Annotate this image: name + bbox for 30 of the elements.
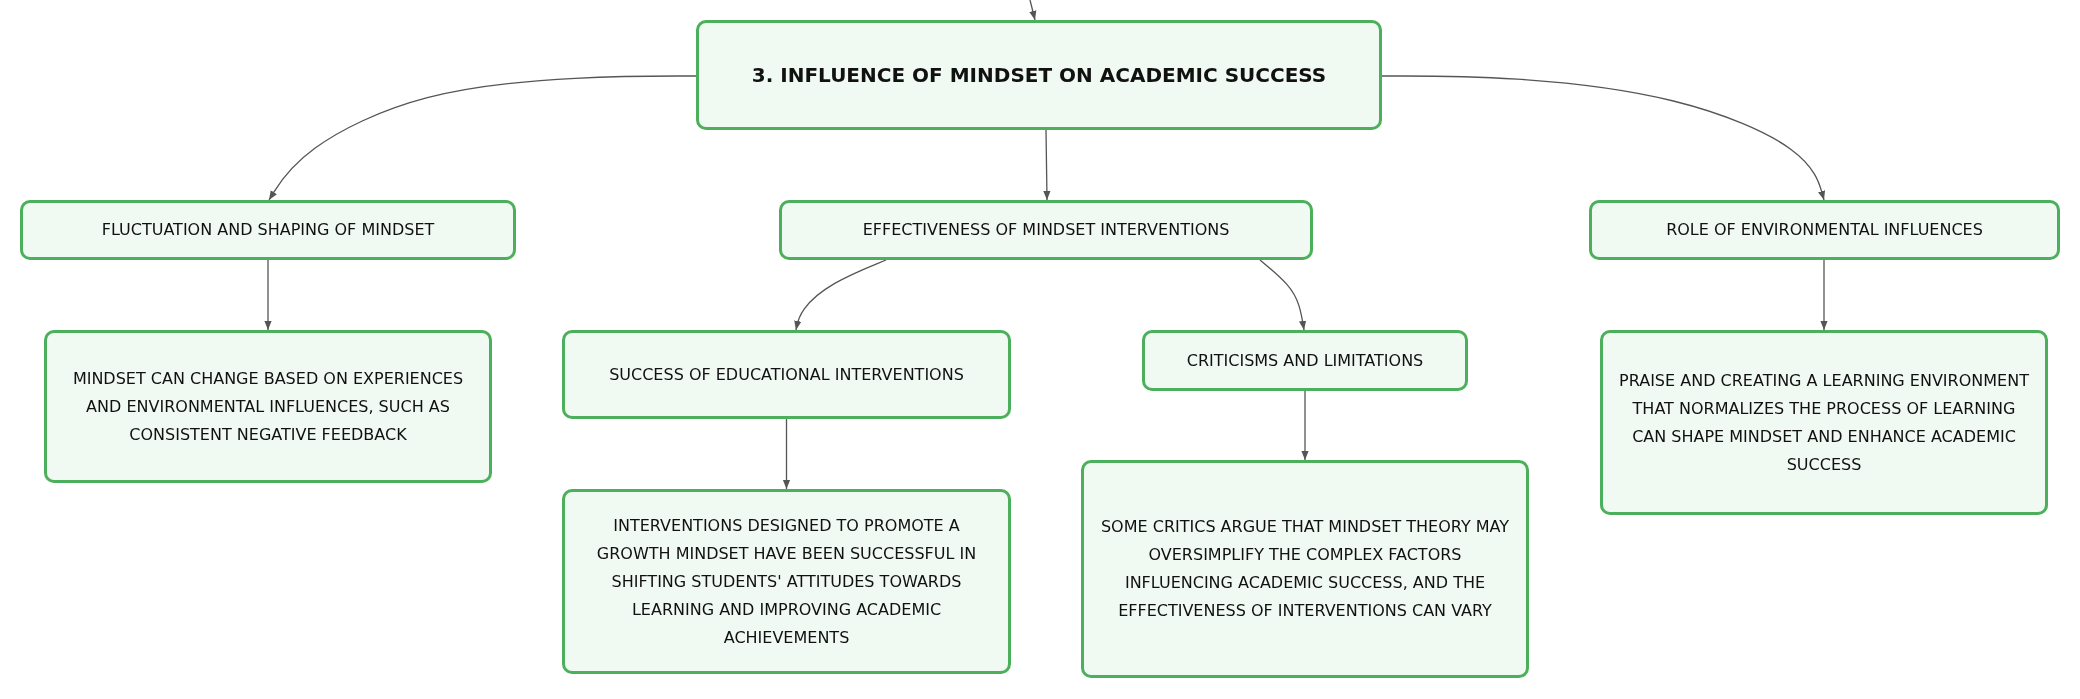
connector-arrow [1043,129,1051,201]
connector-arrow [264,259,272,331]
topic-text: CRITICISMS AND LIMITATIONS [1186,349,1424,372]
topic-box [1600,330,2048,515]
topic-text: FLUCTUATION AND SHAPING OF MINDSET [101,219,435,241]
connector-arrow [1301,390,1309,461]
topic-text: 3. INFLUENCE OF MINDSET ON ACADEMIC SUCCESS [751,61,1327,89]
topic-box [562,330,1011,419]
topic-text: MINDSET CAN CHANGE BASED ON EXPERIENCES AND ENVIRONMENTAL INFLUENCES, SUCH AS CONSISTENT NEGATIVE FEEDBACK [71,367,465,446]
topic-text: EFFECTIVENESS OF MINDSET INTERVENTIONS [862,219,1230,241]
connector-arrow [782,418,791,490]
topic-text: ROLE OF ENVIRONMENTAL INFLUENCES [1666,219,1983,241]
connector-arrow [1029,0,1037,21]
topic-text: PRAISE AND CREATING A LEARNING ENVIRONMENT THAT NORMALIZES THE PROCESS OF LEARNING CAN SHAPE MINDSET AND ENHANCE ACADEMIC SUCCESS [1618,369,2030,476]
root-topic-box [696,20,1382,130]
topic-box [44,330,492,483]
topic-text: SUCCESS OF EDUCATIONAL INTERVENTIONS [609,363,964,386]
topic-box [20,200,516,260]
topic-box [562,489,1011,674]
topic-box [1142,330,1468,391]
topic-text: INTERVENTIONS DESIGNED TO PROMOTE A GROWTH MINDSET HAVE BEEN SUCCESSFUL IN SHIFTING STUDENTS' ATTITUDES TOWARDS LEARNING AND IMPROVING ACADEMIC ACHIEVEMENTS [595,514,978,649]
topic-text: SOME CRITICS ARGUE THAT MINDSET THEORY MAY OVERSIMPLIFY THE COMPLEX FACTORS INFLUENCING ACADEMIC SUCCESS, AND THE EFFECTIVENESS OF INTERVENTIONS CAN VARY [1099,516,1511,622]
topic-box [1589,200,2060,260]
connector-arrow [1381,75,1826,201]
topic-box [1081,460,1529,678]
connector-arrow [1820,259,1828,331]
topic-box [779,200,1313,260]
connector-arrow [1259,259,1307,331]
connector-arrow [794,259,887,331]
connector-arrow [268,75,697,201]
